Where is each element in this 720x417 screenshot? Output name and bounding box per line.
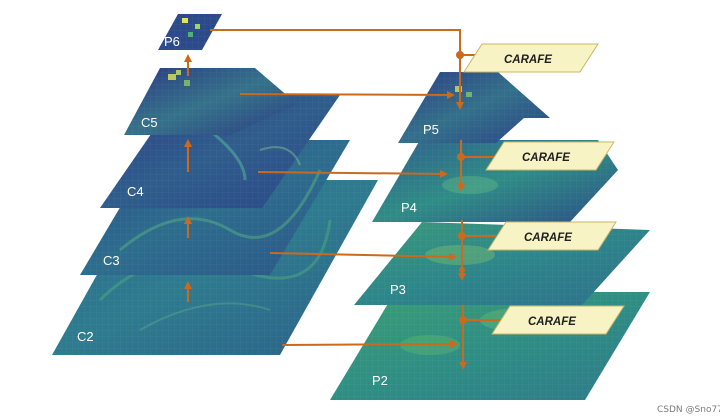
lateral-arrows xyxy=(210,29,461,349)
lateral-p6 xyxy=(210,29,461,55)
carafe-label-2: CARAFE xyxy=(522,152,570,164)
watermark: CSDN @Sno77 xyxy=(657,405,720,415)
carafe-box-3: CARAFE xyxy=(487,221,617,251)
label-p6: P6 xyxy=(164,34,180,49)
carafe-modules: CARAFE CARAFE CARAFE CARAFE xyxy=(463,43,625,335)
lateral-c2-to-p2 xyxy=(281,340,458,349)
carafe-label-4: CARAFE xyxy=(528,316,576,328)
lateral-c3-to-p3 xyxy=(269,252,457,261)
carafe-label-3: CARAFE xyxy=(524,232,572,244)
carafe-box-4: CARAFE xyxy=(491,305,625,335)
carafe-box-1: CARAFE xyxy=(463,43,599,73)
label-p3: P3 xyxy=(390,282,406,297)
label-c5: C5 xyxy=(141,115,158,130)
label-c3: C3 xyxy=(103,253,120,268)
lateral-c5-to-p5 xyxy=(239,90,455,99)
label-c4: C4 xyxy=(127,184,144,199)
lateral-c4-to-p4 xyxy=(257,169,448,178)
label-p2: P2 xyxy=(372,373,388,388)
carafe-label-1: CARAFE xyxy=(504,54,552,66)
feature-map-p6: P6 xyxy=(158,14,222,50)
label-c2: C2 xyxy=(77,329,94,344)
bottom-up-pyramid: C2 C3 C4 C5 xyxy=(52,14,378,355)
label-p5: P5 xyxy=(423,122,439,137)
feature-map-c5: C5 xyxy=(124,68,297,135)
carafe-box-2: CARAFE xyxy=(485,141,615,171)
feature-map-p5: P5 xyxy=(398,72,550,143)
label-p4: P4 xyxy=(401,200,417,215)
